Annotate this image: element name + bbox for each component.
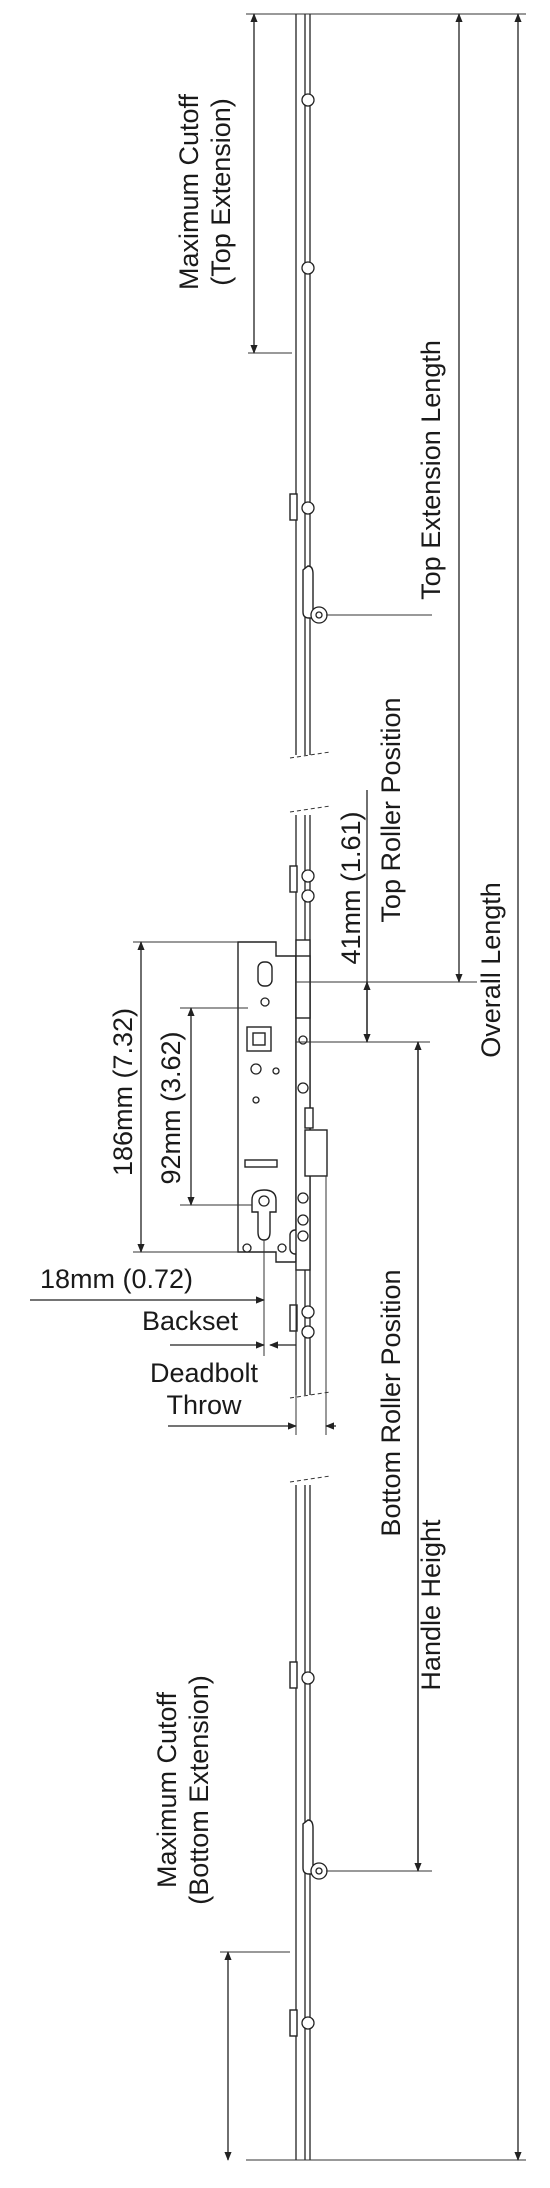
bottom-extension-rail [289, 1485, 328, 2160]
top-roller-arm [302, 565, 314, 619]
max-cutoff-bottom-label-line2: (Bottom Extension) [184, 1675, 214, 1905]
euro-cylinder-cutout [251, 1189, 277, 1241]
rail-guide-block [289, 493, 298, 521]
top-extension-length-label: Top Extension Length [416, 340, 446, 600]
41mm-label: 41mm (1.61) [336, 811, 366, 964]
rail-screw-hole [301, 1671, 315, 1685]
18mm-label: 18mm (0.72) [40, 1264, 193, 1294]
bottom-roller-position-label: Bottom Roller Position [376, 1269, 406, 1536]
top-roller-block [295, 955, 311, 1019]
lock-case [237, 941, 301, 1263]
deadbolt-throw-label-line2: Throw [166, 1390, 242, 1420]
dimension-labels: Maximum Cutoff (Top Extension) Top Exten… [40, 93, 506, 1904]
top-keep-slot [257, 961, 273, 987]
max-cutoff-bottom-label-line1: Maximum Cutoff [152, 1691, 182, 1888]
max-cutoff-top-label-line1: Maximum Cutoff [174, 93, 204, 290]
rail-screw-hole [301, 2016, 315, 2030]
deadbolt [304, 1129, 328, 1177]
rail-screw-hole [301, 261, 315, 275]
latch [304, 1107, 314, 1129]
rail-screw-hole [301, 1325, 315, 1339]
max-cutoff-top-label-line2: (Top Extension) [206, 98, 236, 286]
rail-screw-hole [301, 93, 315, 107]
deadbolt-throw-label-line1: Deadbolt [150, 1358, 259, 1388]
lock-body [237, 14, 331, 2160]
rail-screw-hole [301, 501, 315, 515]
dimension-lines [30, 13, 526, 2161]
faceplate [295, 939, 328, 1271]
latch-slot [244, 1159, 278, 1168]
top-roller-position-label: Top Roller Position [376, 697, 406, 922]
rail-guide-block [289, 1661, 298, 1689]
rail-screw-hole [301, 889, 315, 903]
rail-screw-hole [301, 1305, 315, 1319]
92mm-label: 92mm (3.62) [156, 1031, 186, 1184]
handle-height-label: Handle Height [416, 1519, 446, 1691]
top-extension-rail [289, 14, 331, 813]
rail-guide-block [289, 2009, 298, 2037]
overall-length-label: Overall Length [476, 882, 506, 1058]
rail-guide-block [289, 865, 298, 893]
186mm-label: 186mm (7.32) [108, 1008, 138, 1176]
rail-guide-block [289, 1304, 298, 1332]
rail-screw-hole [301, 869, 315, 883]
backset-label: Backset [142, 1306, 239, 1336]
bottom-roller-arm [302, 1819, 314, 1875]
